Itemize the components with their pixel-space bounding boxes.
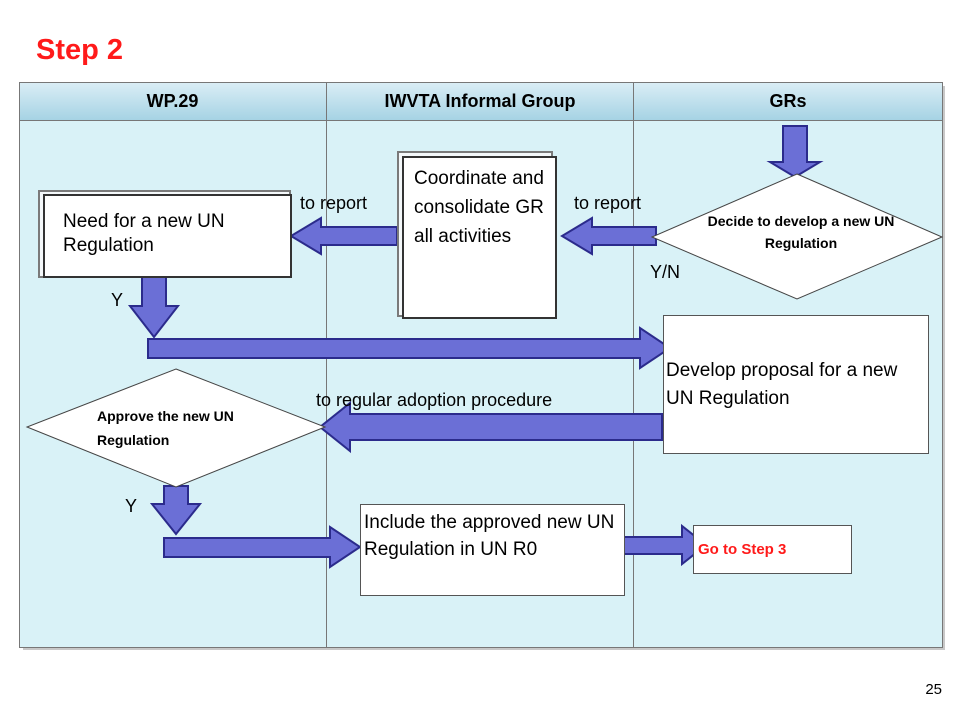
to-report-label-left: to report (300, 193, 368, 213)
approve-text: Approve the new UN Regulation (97, 408, 234, 448)
lane-header-iwvta: IWVTA Informal Group (327, 82, 633, 120)
lane-header-wp29: WP.29 (19, 82, 326, 120)
swimlane-frame (19, 82, 943, 648)
develop-box-text: Develop proposal for a new UN Regulation (666, 360, 898, 409)
page-title: Step 2 (36, 34, 124, 66)
down-arrow-grs (766, 125, 824, 179)
decide-diamond (650, 173, 944, 300)
lane-divider-2 (633, 82, 634, 648)
header-divider (19, 120, 943, 121)
include-box[interactable]: Include the approved new UN Regulation i… (360, 504, 625, 596)
lane-header-grs: GRs (634, 82, 942, 120)
down-arrow-need (127, 276, 181, 339)
develop-box[interactable]: Develop proposal for a new UN Regulation (663, 315, 929, 454)
right-arrow-to-develop (147, 326, 672, 370)
coordinate-box-text: Coordinate and consolidate GR all activi… (414, 168, 544, 247)
go-step3-box[interactable]: Go to Step 3 (693, 525, 852, 574)
left-arrow-to-need (289, 216, 398, 256)
approve-diamond (25, 368, 327, 488)
need-box[interactable]: Need for a new UN Regulation (43, 194, 292, 278)
to-report-label-right: to report (574, 193, 642, 213)
y-label-2: Y (125, 496, 138, 516)
y-label-1: Y (111, 290, 124, 310)
lane-divider-1 (326, 82, 327, 648)
left-arrow-to-approve (318, 400, 663, 454)
go-step3-text: Go to Step 3 (698, 541, 787, 558)
decide-text: Decide to develop a new UN Regulation (707, 213, 895, 251)
left-arrow-to-coordinate (560, 216, 657, 256)
include-box-text: Include the approved new UN Regulation i… (364, 512, 615, 560)
yn-label: Y/N (650, 262, 681, 282)
page-number: 25 (925, 681, 942, 698)
right-arrow-to-include (163, 525, 362, 569)
regular-adoption-label: to regular adoption procedure (316, 390, 553, 410)
need-box-text: Need for a new UN Regulation (63, 211, 225, 256)
coordinate-box[interactable]: Coordinate and consolidate GR all activi… (402, 156, 557, 319)
down-arrow-approve (149, 485, 203, 536)
